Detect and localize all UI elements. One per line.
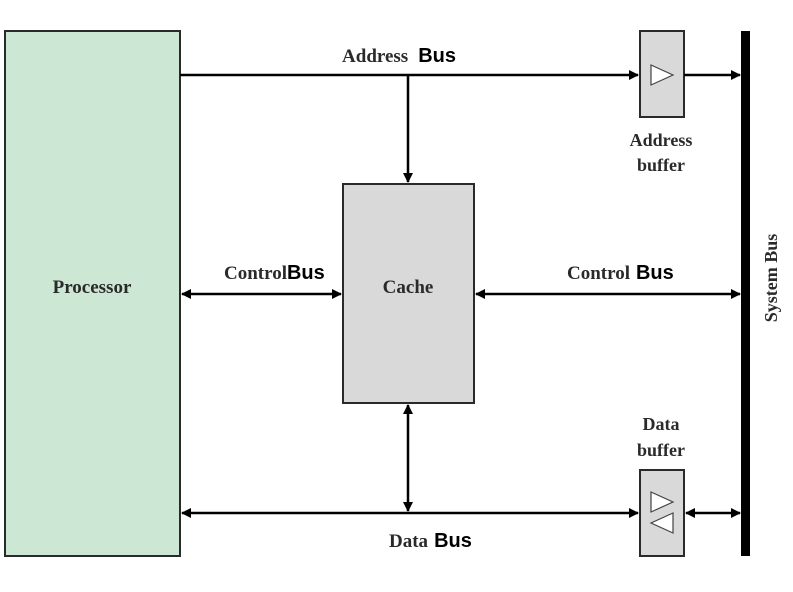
control-bus-right-label-prefix: Control [567,263,630,284]
control-bus-right-label: Control Bus [567,262,674,284]
address-bus-label-prefix: Address [342,46,408,67]
data-buffer-left-triangle-icon [649,512,674,534]
data-bus-label-suffix: Bus [434,530,472,552]
data-buffer-right-triangle-icon [650,491,675,513]
address-buffer-label-line1: Address [630,130,693,150]
data-buffer-label-line2: buffer [637,440,685,460]
processor-label: Processor [53,277,132,298]
system-bus-bar [741,31,750,556]
control-bus-left-label-prefix: Control [224,263,287,284]
data-bus-label-prefix: Data [389,531,429,552]
system-bus-label: System Bus [761,234,781,323]
control-bus-left-label: ControlBus [224,262,325,284]
cache-block [342,183,475,404]
control-bus-right-label-suffix: Bus [636,262,674,284]
address-bus-label: Address Bus [342,45,456,67]
cache-label: Cache [383,277,434,298]
address-buffer-label-line2: buffer [637,155,685,175]
address-bus-label-suffix: Bus [418,45,456,67]
data-buffer-label-line1: Data [643,414,680,434]
processor-block [4,30,181,557]
data-buffer-block [639,469,685,557]
address-buffer-triangle-icon [650,64,675,86]
control-bus-left-label-suffix: Bus [287,262,325,284]
